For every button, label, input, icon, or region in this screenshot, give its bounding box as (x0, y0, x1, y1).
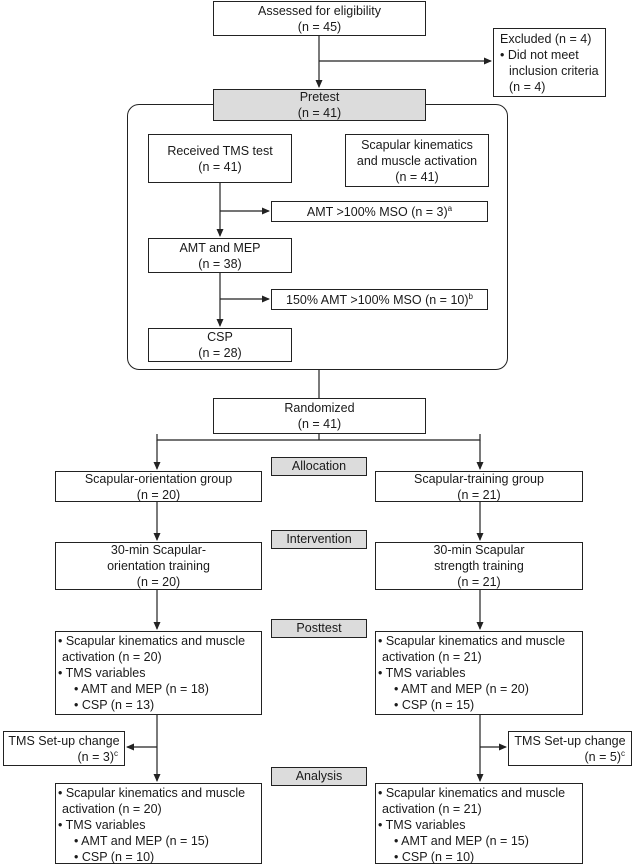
left-intervention-line1: 30-min Scapular- (110, 543, 207, 557)
kinematics-line2: and muscle activation (356, 153, 478, 168)
csp-title: CSP (207, 330, 233, 344)
right-analysis-line3: • TMS variables (378, 818, 466, 832)
excl-150-box: 150% AMT >100% MSO (n = 10)b (271, 289, 488, 310)
right-posttest-line5: • CSP (n = 15) (394, 698, 475, 712)
right-posttest-line3: • TMS variables (378, 666, 466, 680)
left-group-n: (n = 20) (136, 487, 181, 502)
assessed-title: Assessed for eligibility (258, 3, 381, 18)
right-setup-title: TMS Set-up change (514, 733, 626, 748)
right-analysis-line1: • Scapular kinematics and muscle (378, 786, 566, 800)
left-setup-title: TMS Set-up change (8, 733, 120, 748)
left-analysis-box: • Scapular kinematics and muscle activat… (55, 783, 262, 864)
left-analysis-line5: • CSP (n = 10) (74, 850, 155, 864)
right-analysis-line4: • AMT and MEP (n = 15) (394, 834, 529, 848)
left-setup-n: (n = 3)c (77, 748, 118, 764)
left-posttest-box: • Scapular kinematics and muscle activat… (55, 631, 262, 715)
right-posttest-line1: • Scapular kinematics and muscle (378, 634, 566, 648)
stage-posttest: Posttest (271, 619, 367, 638)
kinematics-box: Scapular kinematics and muscle activatio… (345, 134, 489, 187)
right-intervention-line2: strength training (434, 559, 524, 573)
left-posttest-line2: activation (n = 20) (62, 650, 162, 664)
pretest-n: (n = 41) (297, 106, 342, 120)
amt-mep-title: AMT and MEP (179, 240, 261, 255)
right-analysis-line2: activation (n = 21) (382, 802, 482, 816)
pretest-box: Pretest (n = 41) (213, 89, 426, 121)
kinematics-n: (n = 41) (395, 169, 439, 184)
randomized-title: Randomized (284, 401, 355, 415)
left-analysis-line3: • TMS variables (58, 818, 146, 832)
amt-mep-box: AMT and MEP (n = 38) (148, 238, 292, 273)
csp-box: CSP (n = 28) (148, 328, 292, 362)
footnote-a-mark: a (447, 203, 453, 213)
left-intervention-line2: orientation training (107, 559, 210, 573)
right-posttest-line2: activation (n = 21) (382, 650, 482, 664)
right-intervention-n: (n = 21) (457, 575, 501, 589)
right-analysis-box: • Scapular kinematics and muscle activat… (375, 783, 583, 864)
pretest-title: Pretest (299, 90, 340, 104)
left-setup-box: TMS Set-up change (n = 3)c (3, 731, 125, 766)
excl-150-text: 150% AMT >100% MSO (n = 10)b (286, 291, 473, 307)
right-analysis-line5: • CSP (n = 10) (394, 850, 475, 864)
right-group-title: Scapular-training group (414, 471, 544, 486)
left-analysis-line1: • Scapular kinematics and muscle (58, 786, 246, 800)
footnote-c-mark: c (114, 748, 118, 758)
left-analysis-line4: • AMT and MEP (n = 15) (74, 834, 209, 848)
excl-amt-text: AMT >100% MSO (n = 3)a (306, 203, 453, 219)
tms-test-title: Received TMS test (167, 143, 273, 158)
stage-intervention: Intervention (271, 530, 367, 549)
stage-allocation: Allocation (271, 457, 367, 476)
right-posttest-line4: • AMT and MEP (n = 20) (394, 682, 529, 696)
right-group-n: (n = 21) (457, 487, 501, 502)
right-intervention-line1: 30-min Scapular (433, 543, 525, 557)
left-analysis-line2: activation (n = 20) (62, 802, 162, 816)
amt-mep-n: (n = 38) (198, 256, 242, 271)
assessed-n: (n = 45) (297, 19, 342, 34)
excluded-title: Excluded (n = 4) (500, 32, 592, 46)
left-intervention-n: (n = 20) (136, 575, 181, 589)
footnote-c-mark: c (621, 748, 625, 758)
randomized-box: Randomized (n = 41) (213, 398, 426, 434)
left-posttest-line5: • CSP (n = 13) (74, 698, 155, 712)
excluded-reason-line2: inclusion criteria (509, 64, 599, 78)
excluded-reason-n: (n = 4) (509, 80, 546, 94)
tms-test-n: (n = 41) (198, 159, 242, 174)
tms-test-box: Received TMS test (n = 41) (148, 134, 292, 183)
left-group-title: Scapular-orientation group (84, 471, 233, 486)
right-setup-box: TMS Set-up change (n = 5)c (508, 731, 632, 766)
left-intervention-box: 30-min Scapular- orientation training (n… (55, 542, 262, 590)
footnote-b-mark: b (468, 291, 473, 301)
randomized-n: (n = 41) (297, 417, 342, 431)
right-posttest-box: • Scapular kinematics and muscle activat… (375, 631, 583, 715)
excluded-reason-line1: • Did not meet (500, 48, 579, 62)
right-setup-n: (n = 5)c (584, 748, 625, 764)
excluded-box: Excluded (n = 4) • Did not meet inclusio… (493, 28, 606, 97)
stage-analysis: Analysis (271, 767, 367, 786)
left-posttest-line1: • Scapular kinematics and muscle (58, 634, 246, 648)
kinematics-line1: Scapular kinematics (361, 137, 473, 152)
excl-amt-box: AMT >100% MSO (n = 3)a (271, 201, 488, 222)
right-group-box: Scapular-training group (n = 21) (375, 471, 583, 502)
right-intervention-box: 30-min Scapular strength training (n = 2… (375, 542, 583, 590)
csp-n: (n = 28) (198, 346, 242, 360)
left-posttest-line4: • AMT and MEP (n = 18) (74, 682, 209, 696)
assessed-box: Assessed for eligibility (n = 45) (213, 1, 426, 36)
left-group-box: Scapular-orientation group (n = 20) (55, 471, 262, 502)
left-posttest-line3: • TMS variables (58, 666, 146, 680)
